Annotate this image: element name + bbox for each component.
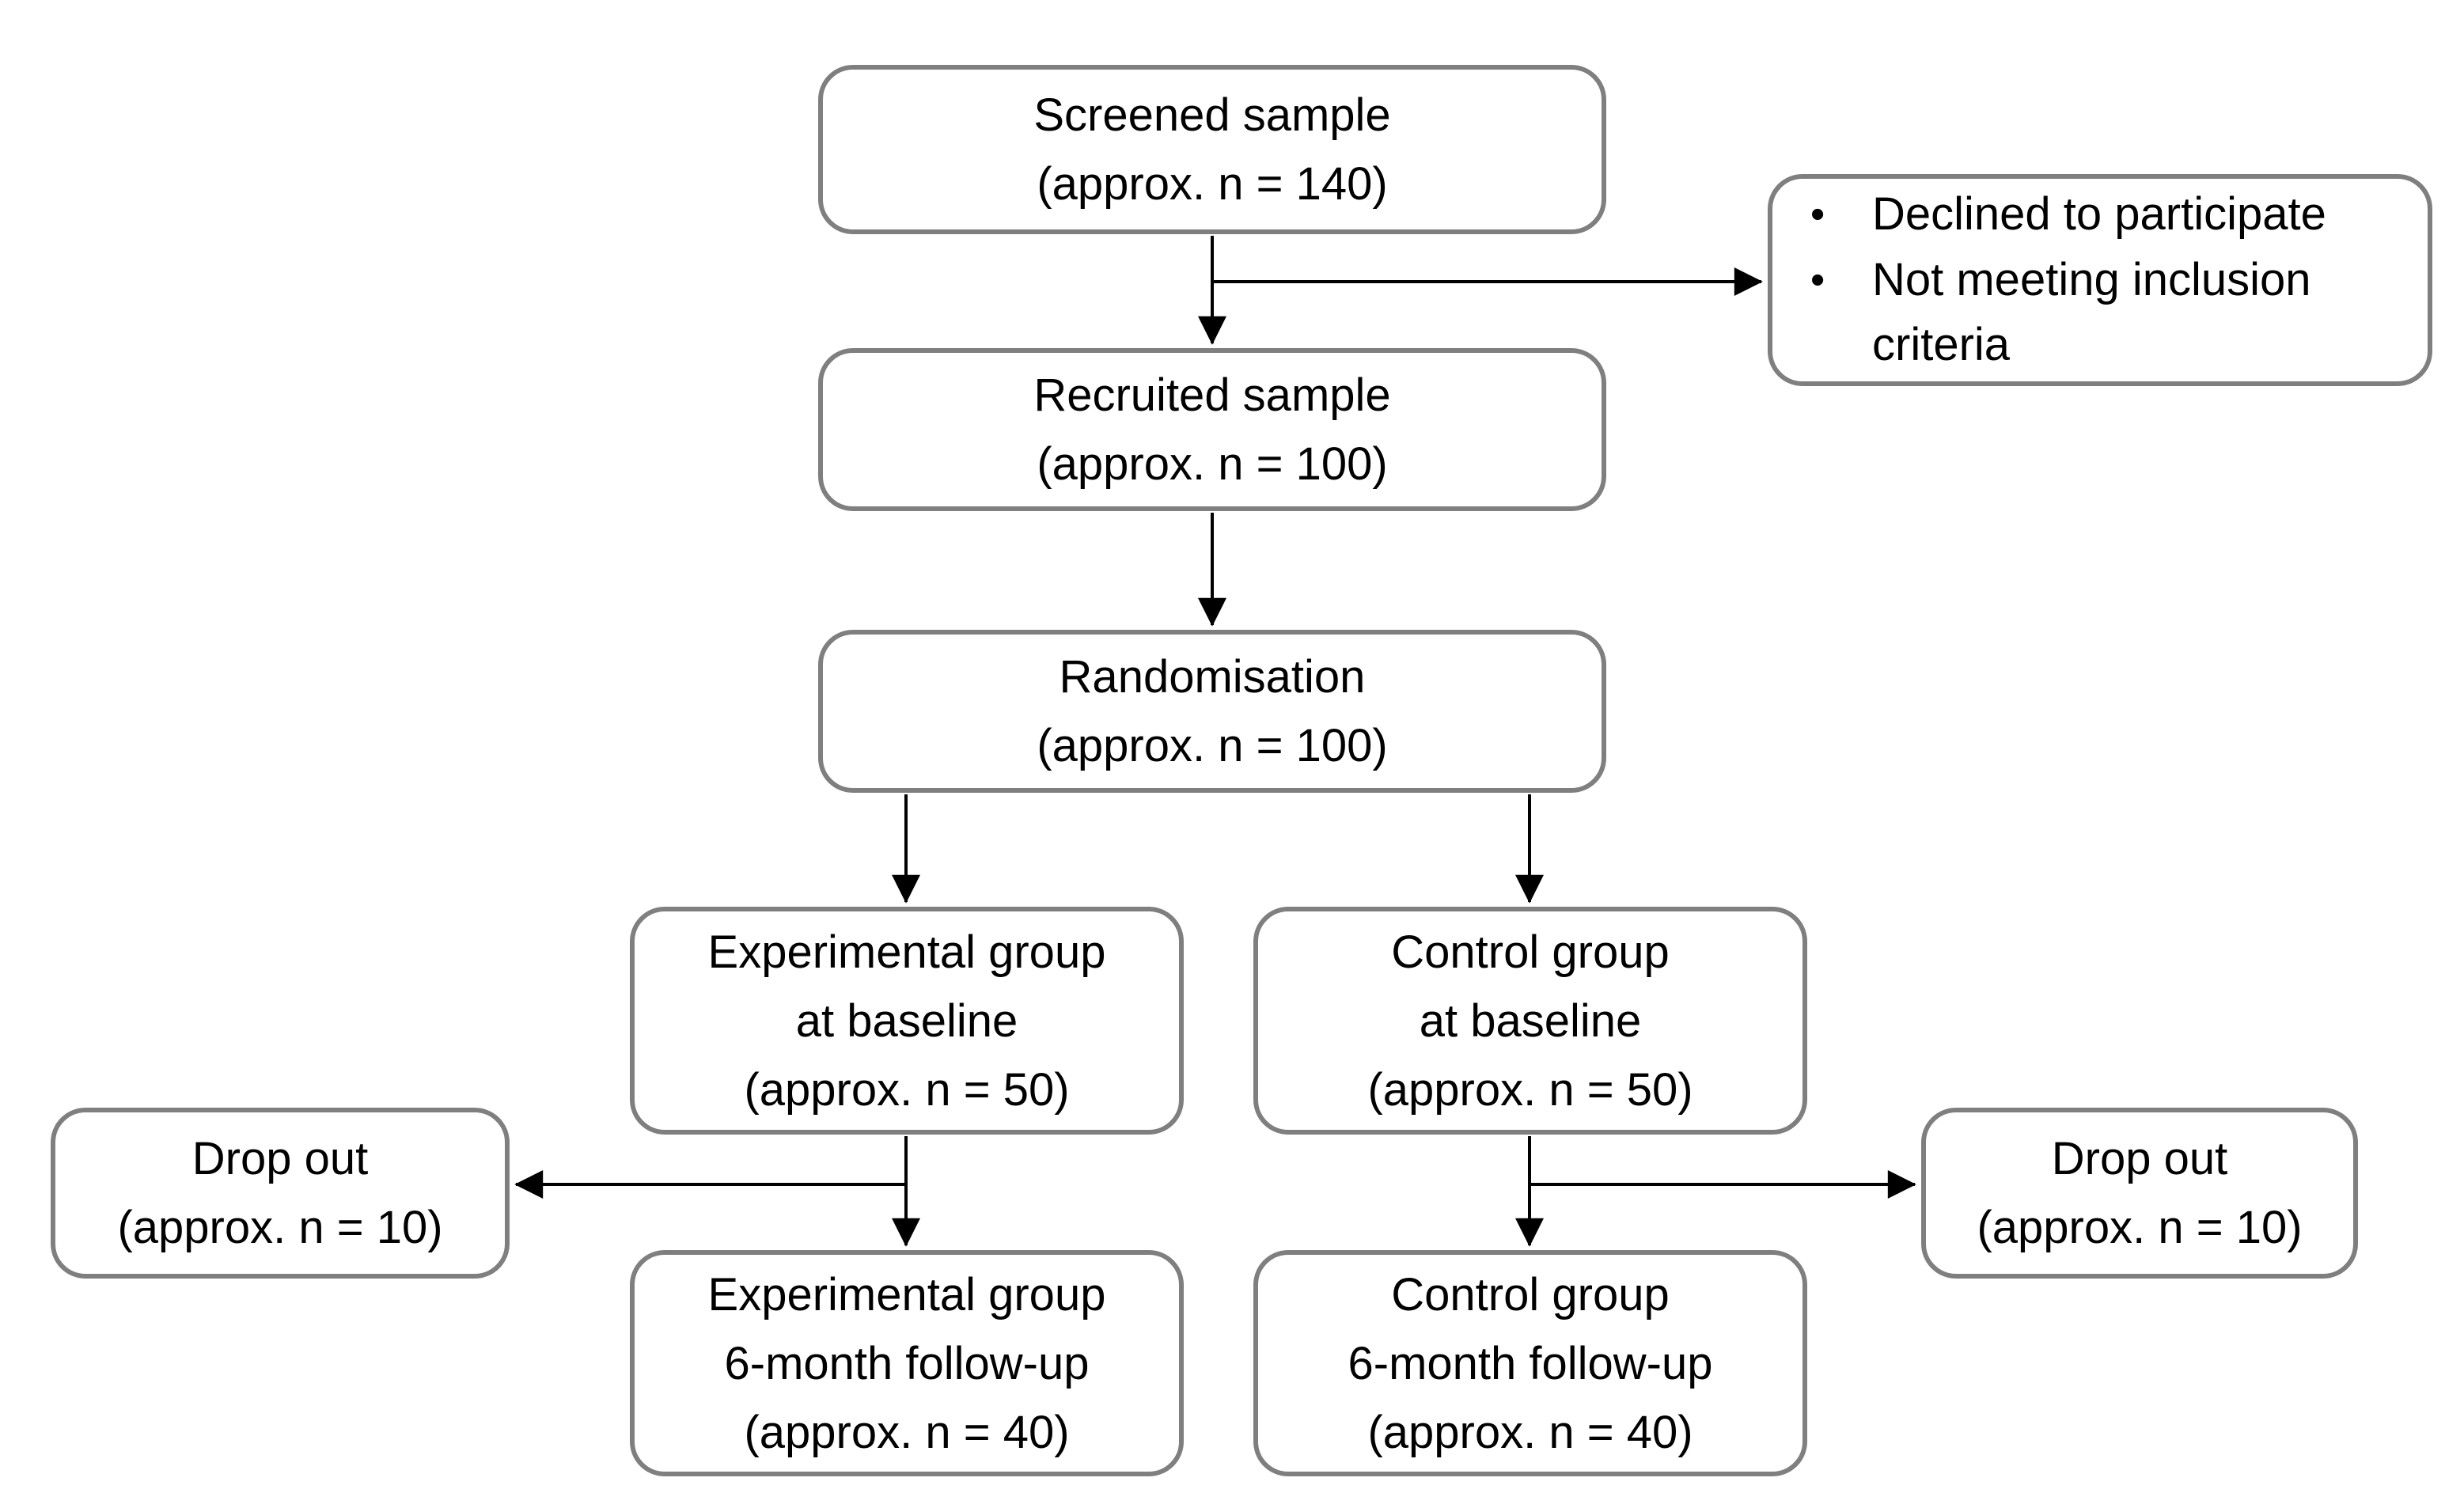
node-label-line: Experimental group <box>707 1268 1106 1320</box>
node-label-line: Screened sample <box>1033 89 1391 141</box>
node-label-line: (approx. n = 140) <box>1037 158 1388 210</box>
node-randomisation: Randomisation (approx. n = 100) <box>818 630 1606 793</box>
exclusion-item-text: Declined to participate <box>1872 188 2326 241</box>
node-control-baseline: Control group at baseline (approx. n = 5… <box>1253 907 1807 1135</box>
node-label-line: 6-month follow-up <box>1348 1337 1713 1389</box>
node-dropout-right: Drop out (approx. n = 10) <box>1921 1108 2358 1279</box>
exclusion-item-text: Not meeting inclusion criteria <box>1872 253 2311 371</box>
node-label-line: at baseline <box>795 995 1018 1047</box>
node-label-line: (approx. n = 100) <box>1037 438 1388 490</box>
node-label-line: Experimental group <box>707 926 1106 978</box>
node-screened-sample: Screened sample (approx. n = 140) <box>818 65 1606 234</box>
node-label-line: (approx. n = 40) <box>744 1406 1070 1458</box>
node-exclusions: • Declined to participate • Not meeting … <box>1768 174 2432 386</box>
bullet-icon: • <box>1810 191 1825 238</box>
node-label-line: (approx. n = 10) <box>1977 1202 2303 1253</box>
node-control-followup: Control group 6-month follow-up (approx.… <box>1253 1250 1807 1476</box>
node-experimental-baseline: Experimental group at baseline (approx. … <box>630 907 1184 1135</box>
node-label-line: Control group <box>1391 926 1670 978</box>
node-experimental-followup: Experimental group 6-month follow-up (ap… <box>630 1250 1184 1476</box>
exclusion-list: • Declined to participate • Not meeting … <box>1810 182 2404 377</box>
node-label-line: Drop out <box>2051 1133 2228 1184</box>
exclusion-list-item: • Declined to participate <box>1810 182 2404 247</box>
node-label-line: (approx. n = 40) <box>1367 1406 1693 1458</box>
node-label-line: at baseline <box>1419 995 1642 1047</box>
node-dropout-left: Drop out (approx. n = 10) <box>51 1108 510 1279</box>
bullet-icon: • <box>1810 256 1825 303</box>
node-label-line: (approx. n = 10) <box>117 1202 443 1253</box>
exclusion-list-item: • Not meeting inclusion criteria <box>1810 248 2404 378</box>
node-label-line: 6-month follow-up <box>724 1337 1090 1389</box>
node-label-line: (approx. n = 50) <box>744 1063 1070 1116</box>
node-label-line: Control group <box>1391 1268 1670 1320</box>
node-label-line: Randomisation <box>1059 651 1366 703</box>
node-label-line: Recruited sample <box>1033 369 1391 421</box>
node-label-line: Drop out <box>191 1133 369 1184</box>
node-label-line: (approx. n = 100) <box>1037 720 1388 771</box>
node-recruited-sample: Recruited sample (approx. n = 100) <box>818 348 1606 511</box>
node-label-line: (approx. n = 50) <box>1367 1063 1693 1116</box>
